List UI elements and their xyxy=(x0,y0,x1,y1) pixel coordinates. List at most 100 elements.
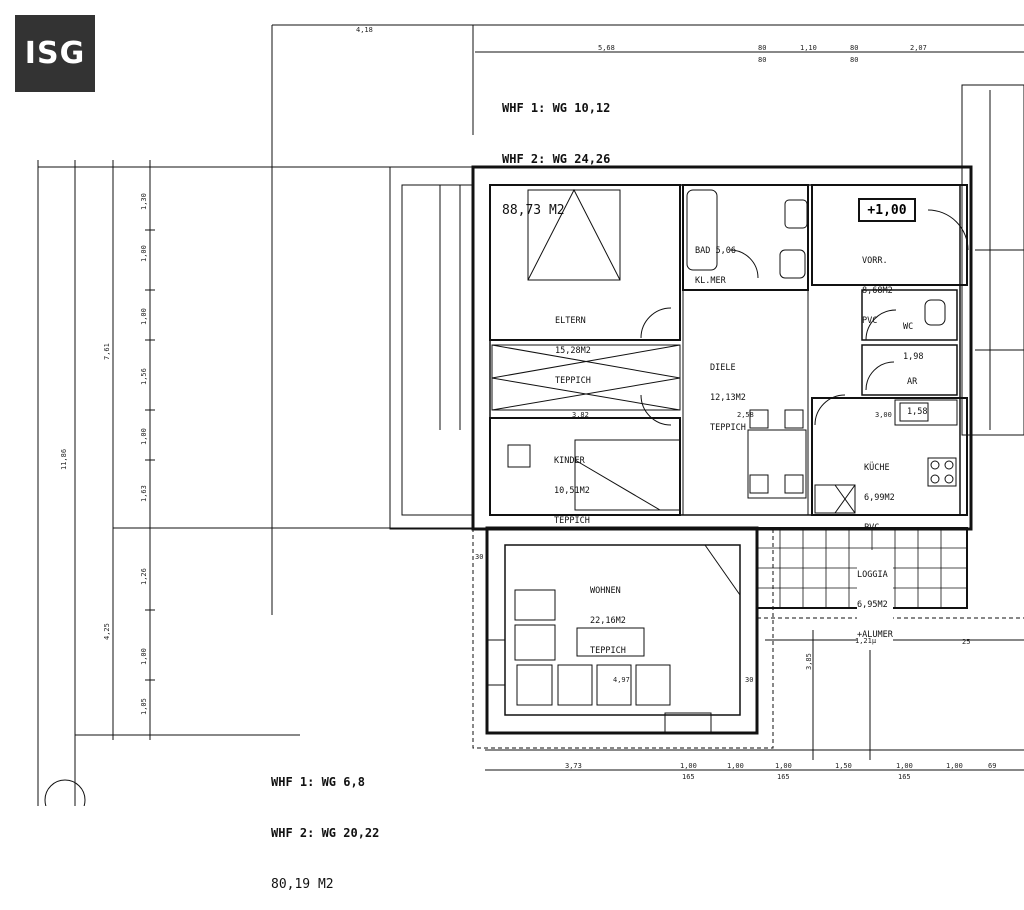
room-name: WOHNEN xyxy=(590,586,621,596)
dim-bottom-f: 1,00 xyxy=(896,762,913,770)
dim-bottom-h: 69 xyxy=(988,762,997,770)
door-swing xyxy=(640,307,672,339)
room-area: 12,13M2 xyxy=(710,393,746,403)
burner xyxy=(930,474,940,484)
dim-inner-300: 3,00 xyxy=(875,411,892,419)
dim-inner-30a: 30 xyxy=(475,553,484,561)
room-floor: TEPPICH xyxy=(555,376,591,386)
room-ar-label: AR 1,58 xyxy=(907,357,927,427)
dining-chair xyxy=(784,409,804,429)
room-loggia-label: LOGGIA 6,95M2 +ALUMER xyxy=(857,550,893,650)
dim-top-e: 2,07 xyxy=(910,44,927,52)
room-sub: +ALUMER xyxy=(857,630,893,640)
dim-bottom-e: 1,50 xyxy=(835,762,852,770)
vorr-room-wall xyxy=(811,184,968,286)
wardrobe-x xyxy=(491,377,681,411)
room-name: DIELE xyxy=(710,363,736,373)
door-swing xyxy=(729,249,759,279)
balcony-lower-left xyxy=(486,639,506,686)
dining-chair xyxy=(749,409,769,429)
door-swing xyxy=(640,394,672,426)
dim-bottom-d: 1,00 xyxy=(775,762,792,770)
dim-left-b: 4,25 xyxy=(103,623,111,640)
stair-shaft xyxy=(961,84,1024,436)
room-eltern-label: ELTERN 15,28M2 TEPPICH xyxy=(555,296,591,396)
dim-inner-258: 2,58 xyxy=(737,411,754,419)
dim-left-6: 1,63 xyxy=(140,485,148,502)
room-area: 1,98 xyxy=(903,352,924,362)
dim-inner-215: 1,21µ xyxy=(855,637,877,645)
kueche-room-wall xyxy=(811,397,968,516)
room-area: 15,28M2 xyxy=(555,346,591,356)
dim-top-c: 1,10 xyxy=(800,44,817,52)
bad-toilet xyxy=(779,249,806,279)
room-area: 6,95M2 xyxy=(857,600,888,610)
dim-left-2: 1,00 xyxy=(140,245,148,262)
upper-unit-area: 88,73 M2 xyxy=(502,203,565,218)
kinder-desk xyxy=(507,444,531,468)
dim-left-1: 1,30 xyxy=(140,193,148,210)
dim-bottom-s1: 165 xyxy=(682,773,695,781)
entry-door-swing xyxy=(927,209,969,251)
lower-unit-line2: WHF 2: WG 20,22 xyxy=(271,826,380,840)
room-floor: TEPPICH xyxy=(710,423,746,433)
dim-left-9: 1,05 xyxy=(140,698,148,715)
dim-left-5: 1,00 xyxy=(140,428,148,445)
ar-room-wall xyxy=(861,344,958,396)
dim-left-a: 7,61 xyxy=(103,343,111,360)
dim-top-d2: 80 xyxy=(850,56,859,64)
kinder-bed-diag xyxy=(574,459,661,511)
dim-left-8: 1,00 xyxy=(140,648,148,665)
kitchen-counter xyxy=(894,399,958,426)
eltern-bed xyxy=(527,189,621,281)
dim-left-7: 1,26 xyxy=(140,568,148,585)
dim-inner-385: 3,85 xyxy=(805,653,813,670)
room-kinder-label: KINDER 10,51M2 TEPPICH xyxy=(554,436,590,536)
lower-unit-line1: WHF 1: WG 6,8 xyxy=(271,775,365,789)
wardrobe-x xyxy=(491,344,681,379)
eltern-bed-pillow xyxy=(527,188,621,281)
washbasin xyxy=(784,199,808,229)
dim-left-3: 1,00 xyxy=(140,308,148,325)
wohnen-inner-wall xyxy=(504,544,741,716)
lower-unit-area: 80,19 M2 xyxy=(271,877,334,892)
dim-left-total: 11,86 xyxy=(60,448,68,470)
wc-door xyxy=(865,309,897,341)
burner xyxy=(944,474,954,484)
eltern-room-wall xyxy=(489,184,681,341)
dim-top-a: 5,68 xyxy=(598,44,615,52)
room-diele-label: DIELE 12,13M2 TEPPICH xyxy=(710,343,746,443)
kitchen-unit-left xyxy=(814,484,856,514)
wc-toilet xyxy=(924,299,946,326)
upper-unit-line1: WHF 1: WG 10,12 xyxy=(502,101,611,115)
dim-top-b: 80 xyxy=(758,44,767,52)
dim-bottom-c: 1,00 xyxy=(727,762,744,770)
kitchen-door xyxy=(814,394,846,426)
armchair xyxy=(516,664,553,706)
dim-inner-25: 25 xyxy=(962,638,971,646)
wohnen-diag xyxy=(704,544,741,596)
room-sub: KL.MER xyxy=(695,276,726,286)
dim-top-d: 80 xyxy=(850,44,859,52)
dim-inner-382: 3,82 xyxy=(572,411,589,419)
kitchen-sink xyxy=(899,402,929,422)
dim-left-4: 1,56 xyxy=(140,368,148,385)
room-name: BAD 5,06 xyxy=(695,246,736,256)
bottom-circle xyxy=(44,779,86,806)
dim-top-total: 4,18 xyxy=(356,26,373,34)
bathtub xyxy=(686,189,718,271)
dashed-outline xyxy=(472,527,774,749)
upper-unit-line2: WHF 2: WG 24,26 xyxy=(502,152,611,166)
dim-inner-30b: 30 xyxy=(745,676,754,684)
isg-logo: ISG xyxy=(15,15,95,92)
room-name: WC xyxy=(903,322,914,332)
dim-bottom-s2: 165 xyxy=(777,773,790,781)
room-floor: PVC xyxy=(864,523,880,533)
room-name: ELTERN xyxy=(555,316,586,326)
unit-x xyxy=(834,484,856,514)
floor-plan-drawing xyxy=(37,24,1024,806)
wc-room-wall xyxy=(861,289,958,341)
room-name: KÜCHE xyxy=(864,463,890,473)
room-area: 10,51M2 xyxy=(554,486,590,496)
room-name: AR xyxy=(907,377,918,387)
